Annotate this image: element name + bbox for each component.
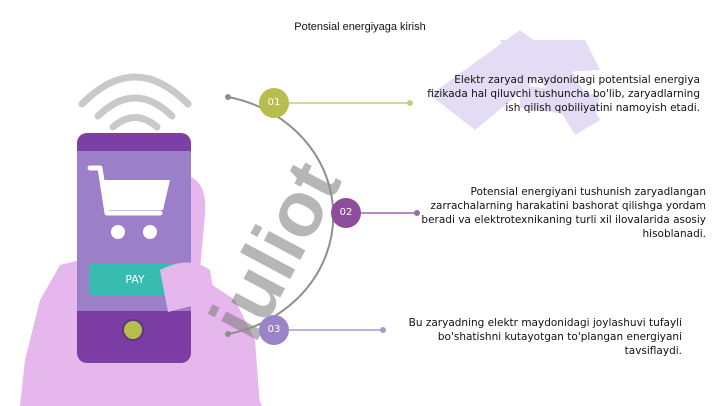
connector-1	[289, 100, 413, 106]
timeline-start-dot	[225, 94, 231, 100]
decoration-shape	[430, 30, 600, 135]
step-1-description: Elektr zaryad maydonidagi potentsial ene…	[427, 74, 700, 114]
connector-3	[289, 327, 386, 333]
step-2-marker: 02	[331, 198, 361, 228]
thumb-illustration	[160, 262, 215, 312]
home-button[interactable]	[122, 319, 144, 341]
step-2-description: Potensial energiyani tushunish zaryadlan…	[421, 186, 706, 240]
timeline-end-dot	[225, 331, 231, 337]
step-1-marker: 01	[259, 88, 289, 118]
wifi-icon	[78, 73, 192, 131]
phone-illustration	[77, 133, 191, 363]
slide-title: Potensial energiyaga kirish	[294, 21, 426, 33]
step-3-marker: 03	[259, 315, 289, 345]
pay-button-label[interactable]: PAY	[125, 273, 145, 286]
pay-button[interactable]	[89, 263, 181, 296]
shopping-cart-icon	[87, 165, 170, 239]
step-3-description: Bu zaryadning elektr maydonidagi joylash…	[408, 317, 682, 357]
connector-2	[361, 210, 420, 216]
